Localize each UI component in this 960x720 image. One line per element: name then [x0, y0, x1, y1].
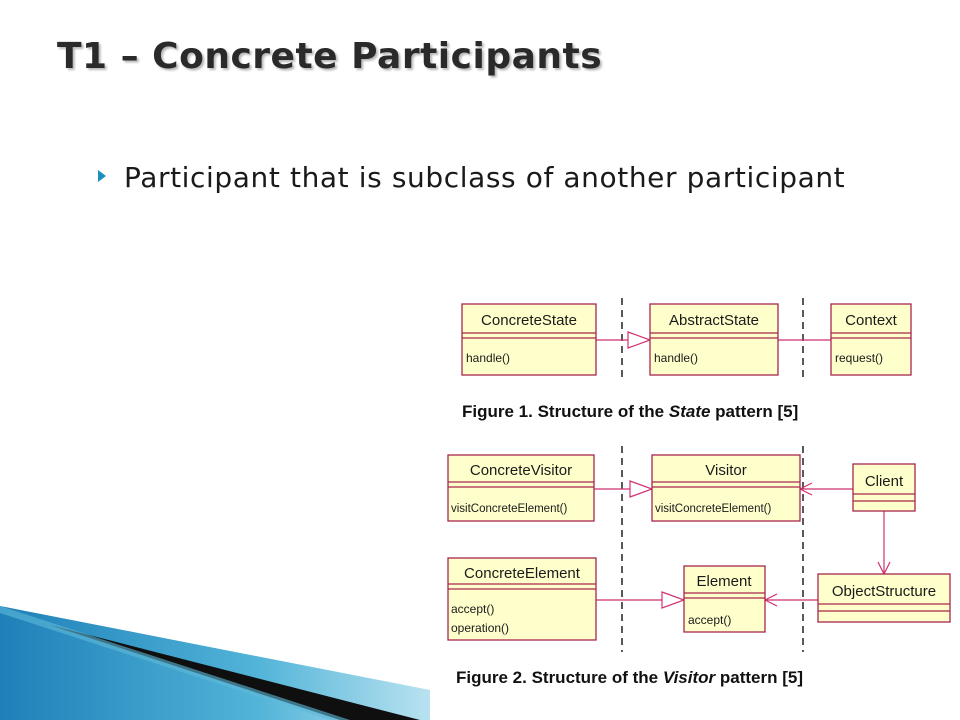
generalization-arrow-icon	[629, 480, 654, 498]
class-operation: request()	[835, 351, 883, 365]
figure-2-caption: Figure 2. Structure of the Visitor patte…	[456, 668, 803, 687]
figure-1-state-pattern: ConcreteState handle() AbstractState han…	[461, 303, 912, 421]
dashed-separators	[621, 298, 804, 652]
class-operation: visitConcreteElement()	[451, 503, 567, 515]
uml-class-concrete-visitor: ConcreteVisitor visitConcreteElement()	[447, 454, 595, 522]
class-name: ConcreteElement	[464, 565, 581, 582]
uml-class-abstract-state: AbstractState handle()	[649, 303, 779, 376]
class-name: Visitor	[705, 462, 746, 479]
class-name: ObjectStructure	[832, 583, 936, 600]
class-name: Context	[845, 312, 898, 329]
generalization-arrow-icon	[627, 331, 652, 349]
uml-class-visitor: Visitor visitConcreteElement()	[651, 454, 801, 522]
class-operation: accept()	[451, 602, 494, 616]
class-operation: handle()	[654, 351, 698, 365]
figure-2-visitor-pattern: ConcreteVisitor visitConcreteElement() V…	[447, 454, 951, 687]
generalization-arrow-icon	[661, 591, 686, 609]
slide-title: T1 – Concrete Participants	[57, 36, 603, 77]
bullet-arrow-icon	[98, 170, 106, 182]
uml-class-concrete-state: ConcreteState handle()	[461, 303, 597, 376]
class-name: Element	[696, 573, 752, 590]
class-operation: handle()	[466, 351, 510, 365]
bullet-text: Participant that is subclass of another …	[124, 161, 846, 194]
class-name: ConcreteState	[481, 312, 577, 329]
figure-1-caption: Figure 1. Structure of the State pattern…	[462, 402, 798, 421]
class-operation: accept()	[688, 613, 731, 627]
uml-class-concrete-element: ConcreteElement accept() operation()	[447, 557, 597, 641]
class-name: ConcreteVisitor	[470, 462, 572, 479]
class-operation: operation()	[451, 621, 509, 635]
class-operation: visitConcreteElement()	[655, 503, 771, 515]
corner-swoosh-decoration	[0, 606, 430, 720]
uml-class-element: Element accept()	[683, 565, 766, 633]
uml-class-client: Client	[852, 463, 916, 512]
uml-class-object-structure: ObjectStructure	[817, 573, 951, 623]
uml-class-context: Context request()	[830, 303, 912, 376]
class-name: AbstractState	[669, 312, 759, 329]
class-name: Client	[865, 473, 904, 490]
